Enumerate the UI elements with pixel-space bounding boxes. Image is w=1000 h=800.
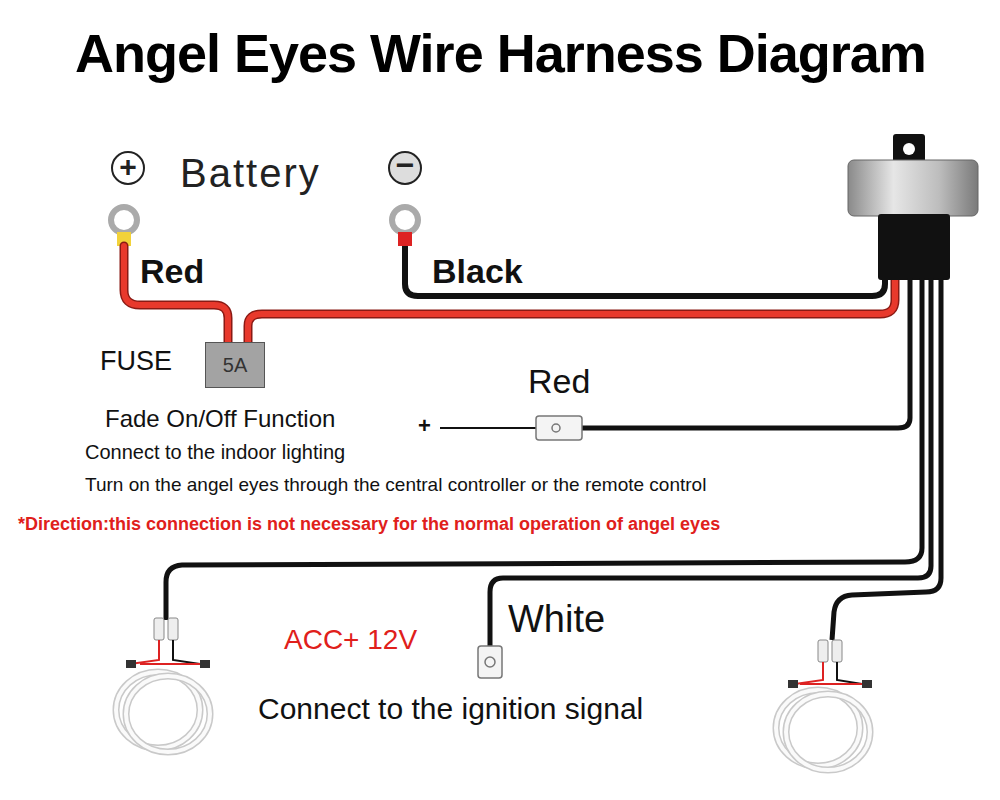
positive-ring-terminal <box>111 207 137 233</box>
note-text: Connect to the ignition signal <box>258 692 643 727</box>
fuse-box: 5A <box>205 342 265 388</box>
relay-cover <box>848 160 978 216</box>
polarity-mark: + <box>418 413 431 438</box>
note-text: Connect to the indoor lighting <box>85 441 345 464</box>
note-text: Turn on the angel eyes through the centr… <box>85 474 706 496</box>
warning-note: *Direction:this connection is not necess… <box>18 514 720 535</box>
plus-symbol: + <box>108 150 148 185</box>
battery-label: Battery <box>180 150 321 196</box>
acc-connector <box>478 646 502 678</box>
negative-terminal-crimp <box>398 232 412 246</box>
right-angel-eye <box>776 640 872 770</box>
wire-color-label: White <box>508 598 605 642</box>
diagram-title: Angel Eyes Wire Harness Diagram <box>75 22 926 84</box>
fuse-label: FUSE <box>100 346 172 377</box>
negative-ring-terminal <box>392 207 418 233</box>
fade-connector <box>536 416 582 440</box>
function-label: Fade On/Off Function <box>105 405 335 433</box>
wire-color-label: Red <box>140 252 204 291</box>
signal-name: ACC+ 12V <box>284 624 417 656</box>
relay-tab-hole <box>903 143 915 155</box>
black-ground-wire <box>405 246 885 296</box>
minus-symbol: − <box>385 147 425 184</box>
fade-lead <box>440 427 536 429</box>
acc-connector-pin <box>485 657 495 667</box>
fade-connector-pin <box>552 424 560 432</box>
wire-color-label: Black <box>432 252 523 291</box>
red-power-wire <box>124 246 895 342</box>
left-angel-eye <box>116 618 210 752</box>
wire-color-label: Red <box>528 362 590 401</box>
fuse-rating: 5A <box>223 354 247 377</box>
relay-base <box>878 214 950 280</box>
